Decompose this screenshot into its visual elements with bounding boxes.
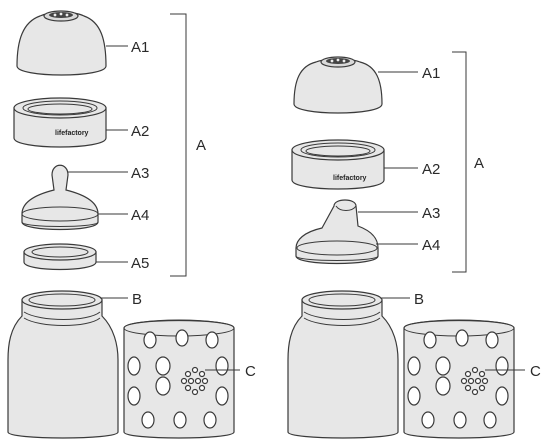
right-sleeve-c <box>403 319 515 439</box>
left-bottle-b <box>7 290 119 439</box>
right-cap-a1 <box>293 56 383 114</box>
left-ring-a2: lifefactory <box>13 97 107 148</box>
right-label-a2: A2 <box>422 161 440 178</box>
left-label-a1: A1 <box>131 39 149 56</box>
left-label-a3: A3 <box>131 165 149 182</box>
left-leaders <box>68 13 240 371</box>
left-assembly: lifefactory <box>7 10 256 439</box>
left-sleeve-c <box>123 319 235 439</box>
left-label-b: B <box>132 291 142 308</box>
right-label-a3: A3 <box>422 205 440 222</box>
left-ring-brand: lifefactory <box>55 130 89 137</box>
right-label-a4: A4 <box>422 237 440 254</box>
left-nipple-a3-a4 <box>21 164 99 231</box>
right-leaders <box>358 51 525 371</box>
right-ring-a2: lifefactory <box>291 139 385 190</box>
left-label-a4: A4 <box>131 207 149 224</box>
left-label-c: C <box>245 363 256 380</box>
right-label-c: C <box>530 363 541 380</box>
right-sleeve-logo-dots <box>460 366 489 396</box>
left-label-a5: A5 <box>131 255 149 272</box>
right-ring-brand: lifefactory <box>333 175 367 182</box>
left-label-a2: A2 <box>131 123 149 140</box>
right-bottle-b <box>287 290 399 439</box>
left-disc-a5 <box>23 243 97 271</box>
left-cap-a1 <box>16 10 107 76</box>
left-label-a: A <box>196 137 206 154</box>
right-label-a: A <box>474 155 484 172</box>
right-spout-a3-a4 <box>295 199 379 265</box>
left-sleeve-logo-dots <box>180 366 209 396</box>
right-label-b: B <box>414 291 424 308</box>
right-assembly: lifefactory <box>287 51 541 439</box>
right-label-a1: A1 <box>422 65 440 82</box>
